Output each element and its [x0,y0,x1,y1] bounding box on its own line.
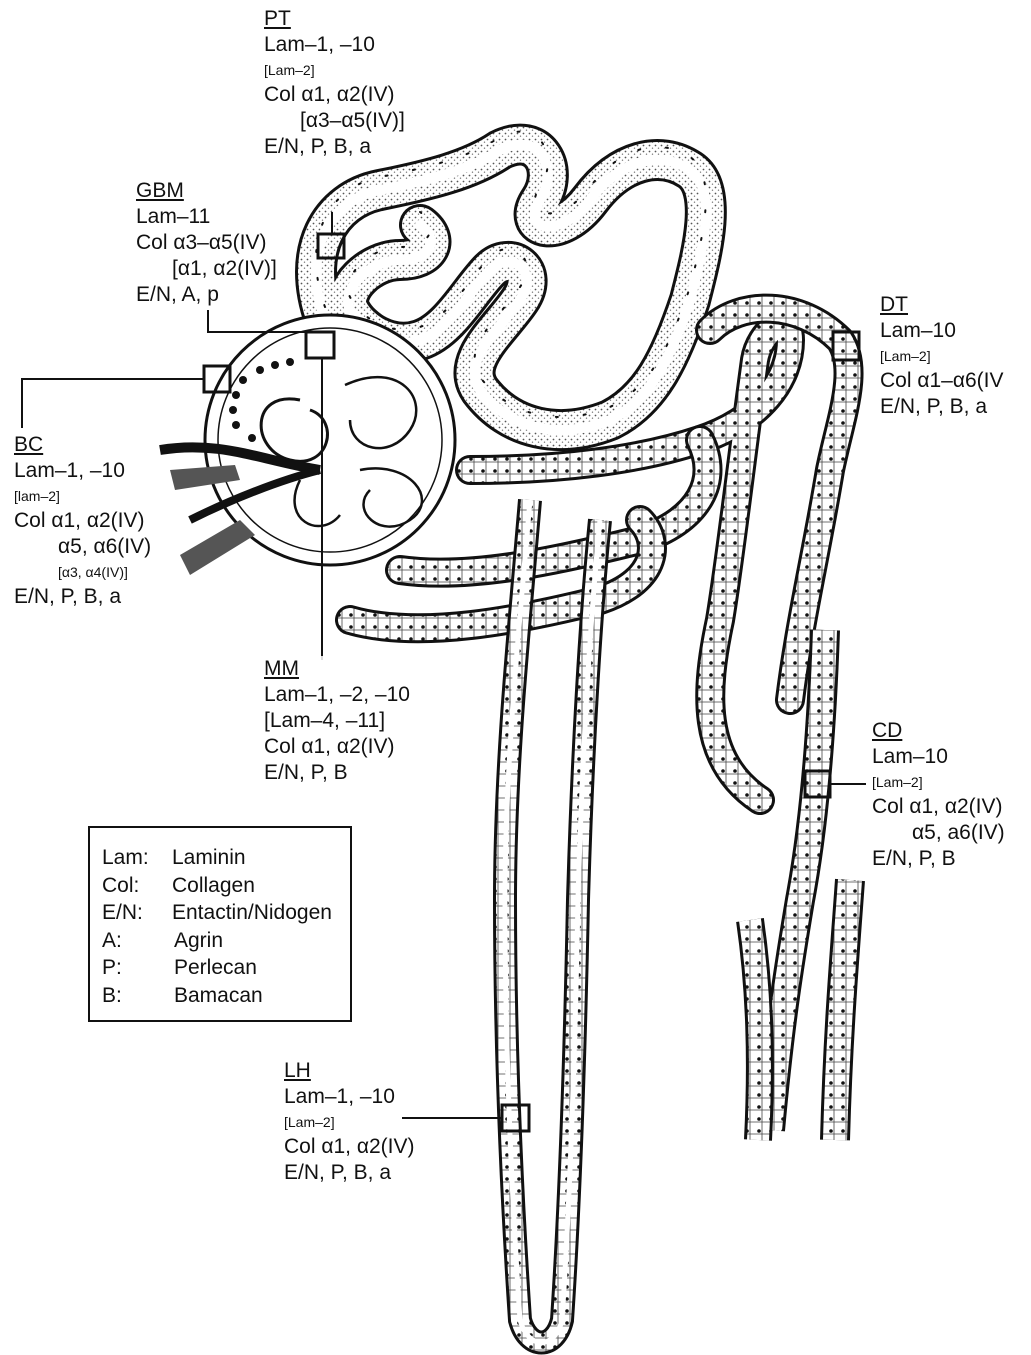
legend-abbr: P: [102,954,174,982]
legend-term: Laminin [172,844,246,872]
label-mm-line: Col α1, α2(IV) [264,734,410,760]
label-dt-title: DT [880,292,1004,318]
label-pt-line: Lam–1, –10 [264,32,405,58]
legend-row: Col: Collagen [102,872,350,900]
label-bc-line: [lam–2] [14,484,151,508]
label-mm-title: MM [264,656,410,682]
label-bc: BC Lam–1, –10 [lam–2] Col α1, α2(IV) α5,… [14,432,151,610]
label-bc-line: α5, α6(IV) [14,534,151,560]
legend-abbr: Col: [102,872,172,900]
label-pt-line: Col α1, α2(IV) [264,82,405,108]
legend-row: A: Agrin [102,927,350,955]
label-dt-line: Col α1–α6(IV [880,368,1004,394]
label-lh: LH Lam–1, –10 [Lam–2] Col α1, α2(IV) E/N… [284,1058,414,1186]
label-gbm-line: [α1, α2(IV)] [136,256,277,282]
label-pt-line: [Lam–2] [264,58,405,82]
label-gbm-line: Col α3–α5(IV) [136,230,277,256]
label-pt-line: [α3–α5(IV)] [264,108,405,134]
label-gbm-title: GBM [136,178,277,204]
legend-abbr: B: [102,982,174,1010]
label-bc-title: BC [14,432,151,458]
label-bc-line: Col α1, α2(IV) [14,508,151,534]
label-bc-line: [α3, α4(IV)] [14,560,151,584]
legend-term: Agrin [174,927,223,955]
legend-abbr: A: [102,927,174,955]
label-cd-line: [Lam–2] [872,770,1005,794]
label-pt: PT Lam–1, –10 [Lam–2] Col α1, α2(IV) [α3… [264,6,405,160]
label-mm-line: E/N, P, B [264,760,410,786]
label-gbm-line: E/N, A, p [136,282,277,308]
label-mm-line: Lam–1, –2, –10 [264,682,410,708]
label-dt-line: Lam–10 [880,318,1004,344]
legend-row: E/N: Entactin/Nidogen [102,899,350,927]
legend-abbr: E/N: [102,899,172,927]
label-lh-line: Lam–1, –10 [284,1084,414,1110]
label-gbm: GBM Lam–11 Col α3–α5(IV) [α1, α2(IV)] E/… [136,178,277,308]
label-lh-line: [Lam–2] [284,1110,414,1134]
label-lh-title: LH [284,1058,414,1084]
label-dt-line: [Lam–2] [880,344,1004,368]
label-bc-line: Lam–1, –10 [14,458,151,484]
label-cd: CD Lam–10 [Lam–2] Col α1, α2(IV) α5, a6(… [872,718,1005,872]
label-lh-line: E/N, P, B, a [284,1160,414,1186]
label-cd-line: E/N, P, B [872,846,1005,872]
label-pt-title: PT [264,6,405,32]
label-cd-line: Col α1, α2(IV) [872,794,1005,820]
legend-term: Perlecan [174,954,257,982]
label-cd-line: Lam–10 [872,744,1005,770]
label-cd-title: CD [872,718,1005,744]
legend-row: P: Perlecan [102,954,350,982]
legend-term: Collagen [172,872,255,900]
legend-abbr: Lam: [102,844,172,872]
label-mm: MM Lam–1, –2, –10 [Lam–4, –11] Col α1, α… [264,656,410,786]
label-pt-line: E/N, P, B, a [264,134,405,160]
label-mm-line: [Lam–4, –11] [264,708,410,734]
legend-row: Lam: Laminin [102,844,350,872]
legend-box: Lam: Laminin Col: Collagen E/N: Entactin… [88,826,352,1022]
label-cd-line: α5, a6(IV) [872,820,1005,846]
legend-term: Entactin/Nidogen [172,899,332,927]
label-bc-line: E/N, P, B, a [14,584,151,610]
label-gbm-line: Lam–11 [136,204,277,230]
legend-term: Bamacan [174,982,263,1010]
label-lh-line: Col α1, α2(IV) [284,1134,414,1160]
label-dt: DT Lam–10 [Lam–2] Col α1–α6(IV E/N, P, B… [880,292,1004,420]
label-dt-line: E/N, P, B, a [880,394,1004,420]
legend-row: B: Bamacan [102,982,350,1010]
